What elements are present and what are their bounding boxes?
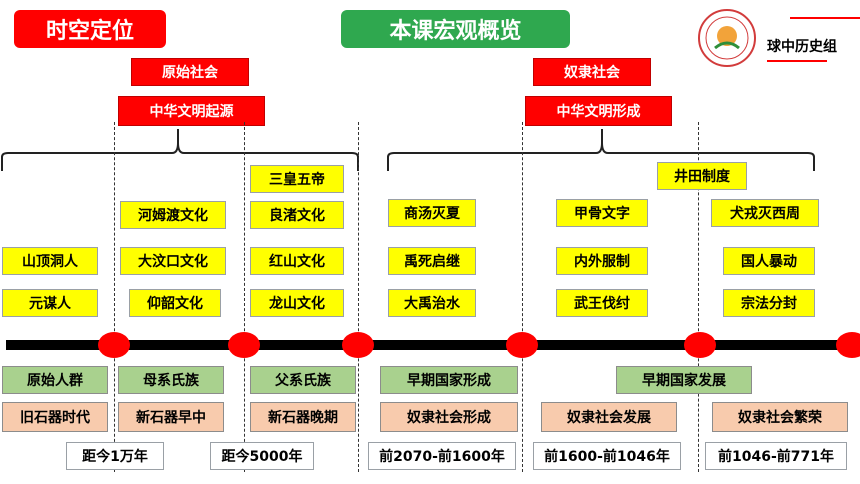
event-wuwang: 武王伐纣 [556, 289, 648, 317]
event-yangshao: 仰韶文化 [129, 289, 221, 317]
right-brace [387, 129, 815, 171]
event-jingtian: 井田制度 [657, 162, 747, 190]
timeline-bar [6, 340, 860, 350]
overview-button[interactable]: 本课宏观概览 [341, 10, 570, 48]
date-1600-1046: 前1600-前1046年 [533, 442, 681, 470]
era-paleolithic: 旧石器时代 [2, 402, 108, 432]
era-neolithic-late: 新石器晚期 [250, 402, 356, 432]
era-slavery-formation: 奴隶社会形成 [380, 402, 518, 432]
school-logo [697, 8, 757, 68]
timeline-node-1 [98, 332, 130, 358]
event-zongfa: 宗法分封 [723, 289, 815, 317]
date-5000-years: 距今5000年 [210, 442, 314, 470]
stage-matriarchal: 母系氏族 [118, 366, 224, 394]
divider-5 [698, 122, 699, 472]
time-space-button[interactable]: 时空定位 [14, 10, 166, 48]
divider-2 [244, 122, 245, 472]
divider-3 [358, 122, 359, 472]
event-yusi: 禹死启继 [388, 247, 476, 275]
era-neolithic-early: 新石器早中 [118, 402, 224, 432]
event-hemudu: 河姆渡文化 [120, 201, 226, 229]
event-neiwai: 内外服制 [556, 247, 648, 275]
event-hongshan: 红山文化 [250, 247, 344, 275]
event-shangtang: 商汤灭夏 [388, 199, 476, 227]
brand-label: 球中历史组 [767, 39, 837, 55]
timeline-node-5 [684, 332, 716, 358]
event-liangzhu: 良渚文化 [250, 201, 344, 229]
timeline-node-3 [342, 332, 374, 358]
event-guoren: 国人暴动 [723, 247, 815, 275]
slave-society-label: 奴隶社会 [533, 58, 651, 86]
timeline-node-4 [506, 332, 538, 358]
date-2070-1600: 前2070-前1600年 [368, 442, 516, 470]
stage-early-state-development: 早期国家发展 [616, 366, 752, 394]
event-yuanmou: 元谋人 [2, 289, 98, 317]
timeline-node-6 [836, 332, 860, 358]
divider-4 [522, 122, 523, 472]
civilization-origin-label: 中华文明起源 [118, 96, 265, 126]
left-brace [0, 129, 359, 171]
event-shandingdong: 山顶洞人 [2, 247, 98, 275]
primitive-society-label: 原始社会 [131, 58, 249, 86]
date-10000-years: 距今1万年 [66, 442, 164, 470]
brand-top-rule [790, 17, 860, 19]
event-dawenkou: 大汶口文化 [120, 247, 226, 275]
civilization-formation-label: 中华文明形成 [525, 96, 672, 126]
stage-early-state-formation: 早期国家形成 [380, 366, 518, 394]
stage-primitive-horde: 原始人群 [2, 366, 108, 394]
event-dayu: 大禹治水 [388, 289, 476, 317]
date-1046-771: 前1046-前771年 [705, 442, 847, 470]
era-slavery-prosperity: 奴隶社会繁荣 [712, 402, 848, 432]
event-jiagu: 甲骨文字 [556, 199, 648, 227]
event-longshan: 龙山文化 [250, 289, 344, 317]
event-sanhuang: 三皇五帝 [250, 165, 344, 193]
event-quanrong: 犬戎灭西周 [711, 199, 819, 227]
divider-1 [114, 122, 115, 472]
brand-bottom-rule [767, 60, 827, 62]
era-slavery-development: 奴隶社会发展 [541, 402, 677, 432]
timeline-node-2 [228, 332, 260, 358]
stage-patriarchal: 父系氏族 [250, 366, 356, 394]
